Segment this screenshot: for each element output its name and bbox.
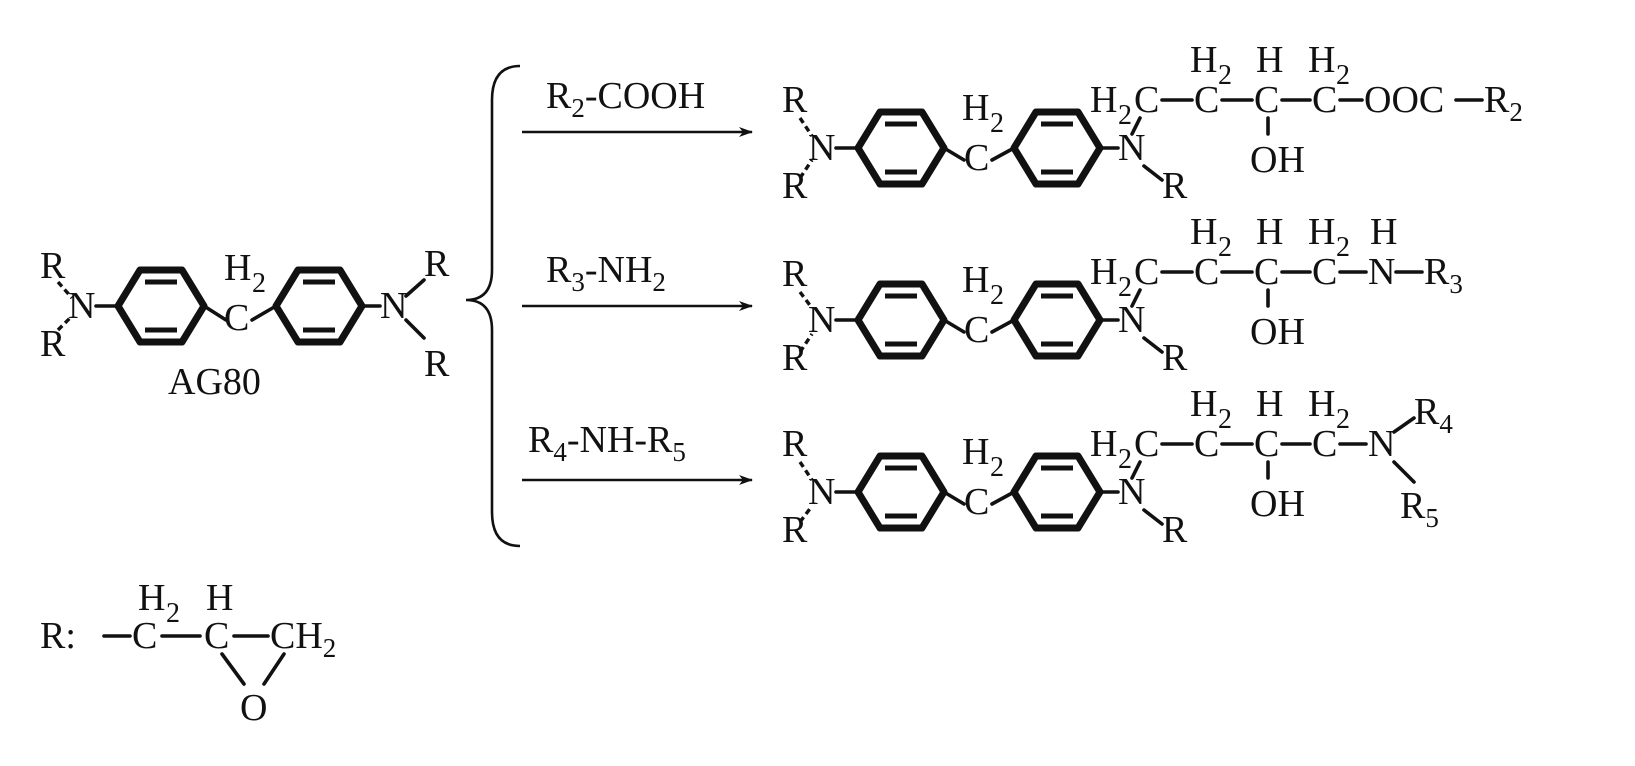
svg-text:H: H [962, 431, 989, 473]
svg-text:R: R [782, 423, 808, 465]
svg-text:OH: OH [1250, 311, 1305, 353]
svg-text:N: N [1368, 423, 1395, 465]
svg-text:N: N [808, 299, 835, 341]
svg-text:2: 2 [1336, 60, 1350, 91]
curly-brace [465, 64, 521, 548]
svg-text:C: C [132, 615, 157, 657]
svg-text:OH: OH [1250, 483, 1305, 525]
svg-text:R3: R3 [1424, 251, 1463, 299]
svg-text:R3-NH2: R3-NH2 [546, 249, 666, 297]
ag80-bridge-h: H [224, 247, 251, 289]
svg-text:R5: R5 [1400, 485, 1439, 533]
svg-text:2: 2 [990, 280, 1004, 311]
svg-text:C: C [1254, 423, 1279, 465]
svg-text:H: H [1090, 251, 1117, 293]
svg-text:C: C [204, 615, 229, 657]
svg-text:R: R [1162, 337, 1188, 379]
svg-text:H: H [1370, 211, 1397, 253]
svg-text:C: C [964, 309, 989, 351]
product-core-2: R R N C H 2 N R H 2 C C H 2 C H OH C H [782, 211, 1463, 379]
product-core-1: R R N C H 2 N R H 2 C C H 2 C H OH C [782, 39, 1523, 207]
svg-text:C: C [1134, 423, 1159, 465]
svg-text:R: R [782, 509, 808, 551]
svg-text:R2: R2 [1484, 79, 1523, 127]
svg-text:H: H [1190, 211, 1217, 253]
svg-text:2: 2 [1218, 404, 1232, 435]
ag80-bond-r1 [56, 280, 74, 300]
svg-text:N: N [1368, 251, 1395, 293]
svg-text:R4: R4 [1414, 391, 1453, 439]
ag80-bond-r2 [56, 314, 74, 332]
ag80-r-top-left: R [40, 245, 66, 287]
svg-text:C: C [1194, 79, 1219, 121]
svg-text:H: H [1308, 39, 1335, 81]
epoxide-oxygen: O [240, 687, 267, 729]
svg-text:CH2: CH2 [270, 615, 336, 663]
svg-text:N: N [808, 471, 835, 513]
svg-text:C: C [964, 137, 989, 179]
svg-text:N: N [808, 127, 835, 169]
svg-text:C: C [1312, 423, 1337, 465]
ag80-label: AG80 [168, 361, 261, 403]
svg-text:2: 2 [1336, 232, 1350, 263]
svg-text:2: 2 [166, 598, 180, 629]
ag80-r-bottom-right: R [424, 343, 450, 385]
svg-text:H: H [138, 577, 165, 619]
svg-text:C: C [1312, 79, 1337, 121]
r-group-legend: R: C H 2 C H CH2 O [40, 577, 336, 729]
svg-text:2: 2 [1118, 272, 1132, 303]
svg-text:H: H [1190, 39, 1217, 81]
svg-text:C: C [1134, 251, 1159, 293]
svg-text:OH: OH [1250, 139, 1305, 181]
svg-text:H: H [1256, 211, 1283, 253]
svg-text:2: 2 [1118, 444, 1132, 475]
ag80-r-top-right: R [424, 243, 450, 285]
svg-text:H: H [1090, 423, 1117, 465]
svg-text:C: C [1194, 251, 1219, 293]
svg-text:C: C [1194, 423, 1219, 465]
reagent-arrow-1: R2-COOH [522, 75, 753, 137]
svg-text:2: 2 [1118, 100, 1132, 131]
ag80-bridge-c: C [224, 297, 249, 339]
svg-text:H: H [962, 87, 989, 129]
svg-text:H: H [1190, 383, 1217, 425]
svg-text:2: 2 [1336, 404, 1350, 435]
svg-text:C: C [1312, 251, 1337, 293]
svg-text:2: 2 [1218, 60, 1232, 91]
reagent-arrow-3: R4-NH-R5 [522, 419, 753, 485]
svg-text:C: C [964, 481, 989, 523]
svg-text:H: H [1308, 211, 1335, 253]
svg-text:H: H [206, 577, 233, 619]
svg-text:C: C [1254, 79, 1279, 121]
svg-text:H: H [1256, 39, 1283, 81]
svg-text:R: R [782, 253, 808, 295]
svg-text:R: R [782, 79, 808, 121]
svg-text:R: R [782, 337, 808, 379]
ag80-n-left: N [68, 285, 95, 327]
reagent-arrow-2: R3-NH2 [522, 249, 753, 311]
svg-text:R2-COOH: R2-COOH [546, 75, 705, 123]
svg-text:R: R [1162, 165, 1188, 207]
svg-text:2: 2 [252, 268, 266, 299]
svg-text:R: R [782, 165, 808, 207]
svg-text:H: H [962, 259, 989, 301]
svg-text:2: 2 [990, 108, 1004, 139]
product-1-ester-group: OOC [1364, 79, 1444, 121]
product-core-3: R R N C H 2 N R H 2 C C H 2 C H OH C H [782, 383, 1453, 551]
svg-text:H: H [1308, 383, 1335, 425]
ag80-n-right: N [380, 285, 407, 327]
svg-text:2: 2 [1218, 232, 1232, 263]
svg-text:C: C [1254, 251, 1279, 293]
ag80-molecule: R R N C H 2 N R R AG80 [40, 243, 450, 403]
legend-label: R: [40, 615, 76, 657]
ag80-r-bottom-left: R [40, 323, 66, 365]
svg-text:R: R [1162, 509, 1188, 551]
svg-text:R4-NH-R5: R4-NH-R5 [528, 419, 686, 467]
svg-text:H: H [1090, 79, 1117, 121]
svg-text:2: 2 [990, 452, 1004, 483]
svg-text:C: C [1134, 79, 1159, 121]
svg-text:H: H [1256, 383, 1283, 425]
